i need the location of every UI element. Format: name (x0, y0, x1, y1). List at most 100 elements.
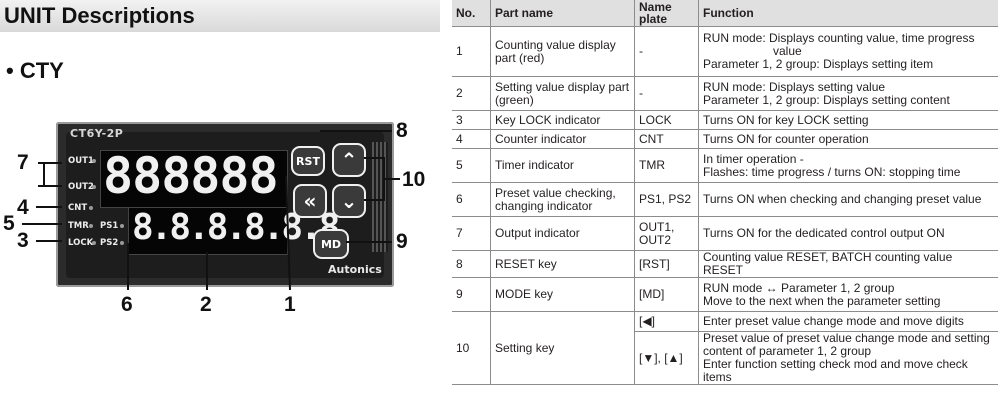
row-no: 10 (452, 311, 491, 385)
md-key[interactable]: MD (313, 229, 349, 259)
led-out2 (92, 185, 96, 189)
indicator-cnt: CNT (68, 203, 88, 213)
callout-9: 9 (396, 230, 408, 253)
callout-3: 3 (17, 229, 29, 252)
row-part-name: Counter indicator (490, 129, 635, 149)
table-row: 7 Output indicator OUT1, OUT2 Turns ON f… (452, 216, 998, 251)
row-part-name: Key LOCK indicator (490, 110, 635, 130)
row-part-name: Setting value display part (green) (490, 76, 635, 111)
function-line: Enter function setting check mod and mov… (703, 357, 968, 384)
function-line: content of parameter 1, 2 group (703, 344, 872, 358)
table-row: 8 RESET key [RST] Counting value RESET, … (452, 250, 998, 278)
function-line: RUN mode ↔ Parameter 1, 2 group (703, 280, 895, 295)
led-out1 (92, 159, 96, 163)
up-key[interactable]: ⌃ (332, 143, 366, 177)
table-header-row: No. Part name Name plate Function (452, 0, 998, 27)
row-part-name: Counting value display part (red) (490, 26, 635, 77)
row-no: 4 (452, 129, 491, 149)
row-no: 7 (452, 216, 491, 251)
table-row: 4 Counter indicator CNT Turns ON for cou… (452, 129, 998, 149)
row-function: Turns ON for key LOCK setting (698, 110, 998, 130)
row-no: 1 (452, 26, 491, 77)
row-function: In timer operation - Flashes: time progr… (698, 148, 998, 183)
row-name-plate: [◀] (634, 311, 699, 332)
led-ps1 (120, 224, 124, 228)
led-lock (92, 241, 96, 245)
leader-1 (285, 175, 291, 291)
row-no: 5 (452, 148, 491, 183)
indicator-tmr: TMR (68, 221, 89, 231)
function-line: In timer operation - (703, 151, 804, 166)
row-function: Turns ON when checking and changing pres… (698, 182, 998, 217)
model-bullet: • CTY (6, 58, 64, 83)
row-part-name: Preset value checking, changing indicato… (490, 182, 635, 217)
callout-1: 1 (284, 293, 296, 316)
rst-key[interactable]: RST (291, 146, 325, 176)
row-name-plate: TMR (634, 148, 699, 183)
row-name-plate: - (634, 76, 699, 111)
function-line: Parameter 1, 2 group: Displays setting c… (703, 92, 950, 107)
callout-2: 2 (200, 293, 212, 316)
row-name-plate: OUT1, OUT2 (634, 216, 699, 251)
row-function: RUN mode: Displays setting value Paramet… (698, 76, 998, 111)
function-line: Parameter 1, 2 group: Displays setting i… (703, 57, 934, 71)
row-function: Turns ON for the dedicated control outpu… (698, 216, 998, 251)
header-name-plate: Name plate (634, 0, 699, 27)
callout-4: 4 (17, 196, 29, 219)
row-name-plate: LOCK (634, 110, 699, 130)
led-cnt (89, 206, 93, 210)
header-part-name: Part name (490, 0, 635, 27)
table-row: 6 Preset value checking, changing indica… (452, 182, 998, 217)
row-name-plate: PS1, PS2 (634, 182, 699, 217)
row-function: Turns ON for counter operation (698, 129, 998, 149)
device-model-label: CT6Y-2P (70, 127, 124, 140)
indicator-out2: OUT2 (68, 182, 94, 192)
indicator-out1: OUT1 (68, 156, 94, 166)
leader-7 (38, 162, 62, 187)
function-line: Move to the next when the parameter sett… (703, 293, 941, 308)
function-line: Preset value of preset value change mode… (703, 331, 990, 345)
row-name-plate: [RST] (634, 250, 699, 278)
row-name-plate: - (634, 26, 699, 77)
function-line: RUN mode: Displays setting value (703, 79, 886, 94)
row-function: Enter preset value change mode and move … (698, 311, 998, 332)
table-row: 1 Counting value display part (red) - RU… (452, 26, 998, 77)
green-display-window (128, 207, 288, 255)
row-no: 9 (452, 277, 491, 312)
red-display-window (100, 150, 288, 208)
row-function: RUN mode: Displays counting value, time … (698, 26, 998, 77)
row-name-plate: [▼], [▲] (634, 331, 699, 385)
callout-leader-lines (22, 130, 400, 291)
row-function: Preset value of preset value change mode… (698, 331, 998, 385)
header-function: Function (698, 0, 998, 27)
callout-10: 10 (402, 168, 426, 191)
callout-8: 8 (396, 119, 408, 142)
callout-6: 6 (121, 293, 133, 316)
left-key[interactable]: « (293, 184, 327, 218)
indicator-ps1: PS1 (100, 221, 119, 231)
table-row: 2 Setting value display part (green) - R… (452, 76, 998, 111)
table-row: 10 Setting key [◀] Enter preset value ch… (452, 311, 998, 385)
led-ps2 (120, 241, 124, 245)
row-name-plate: [MD] (634, 277, 699, 312)
indicator-lock: LOCK (68, 238, 94, 248)
row-no: 6 (452, 182, 491, 217)
callout-5: 5 (3, 212, 15, 235)
function-line: value (773, 44, 802, 58)
row-part-name: Timer indicator (490, 148, 635, 183)
row-no: 2 (452, 76, 491, 111)
row-function: RUN mode ↔ Parameter 1, 2 group Move to … (698, 277, 998, 312)
row-no: 3 (452, 110, 491, 130)
counting-value-display: 888888 (103, 147, 279, 205)
indicator-ps2: PS2 (100, 238, 119, 248)
unit-description-table: No. Part name Name plate Function 1 Coun… (452, 0, 998, 385)
row-part-name: Setting key (490, 311, 635, 385)
row-function: Counting value RESET, BATCH counting val… (698, 250, 998, 278)
leader-10 (364, 157, 400, 201)
header-no: No. (452, 0, 491, 27)
row-part-name: MODE key (490, 277, 635, 312)
table-row: 3 Key LOCK indicator LOCK Turns ON for k… (452, 110, 998, 130)
table-row: [▼], [▲] Preset value of preset value ch… (452, 331, 998, 385)
row-part-name: Output indicator (490, 216, 635, 251)
section-header: UNIT Descriptions (0, 0, 440, 32)
